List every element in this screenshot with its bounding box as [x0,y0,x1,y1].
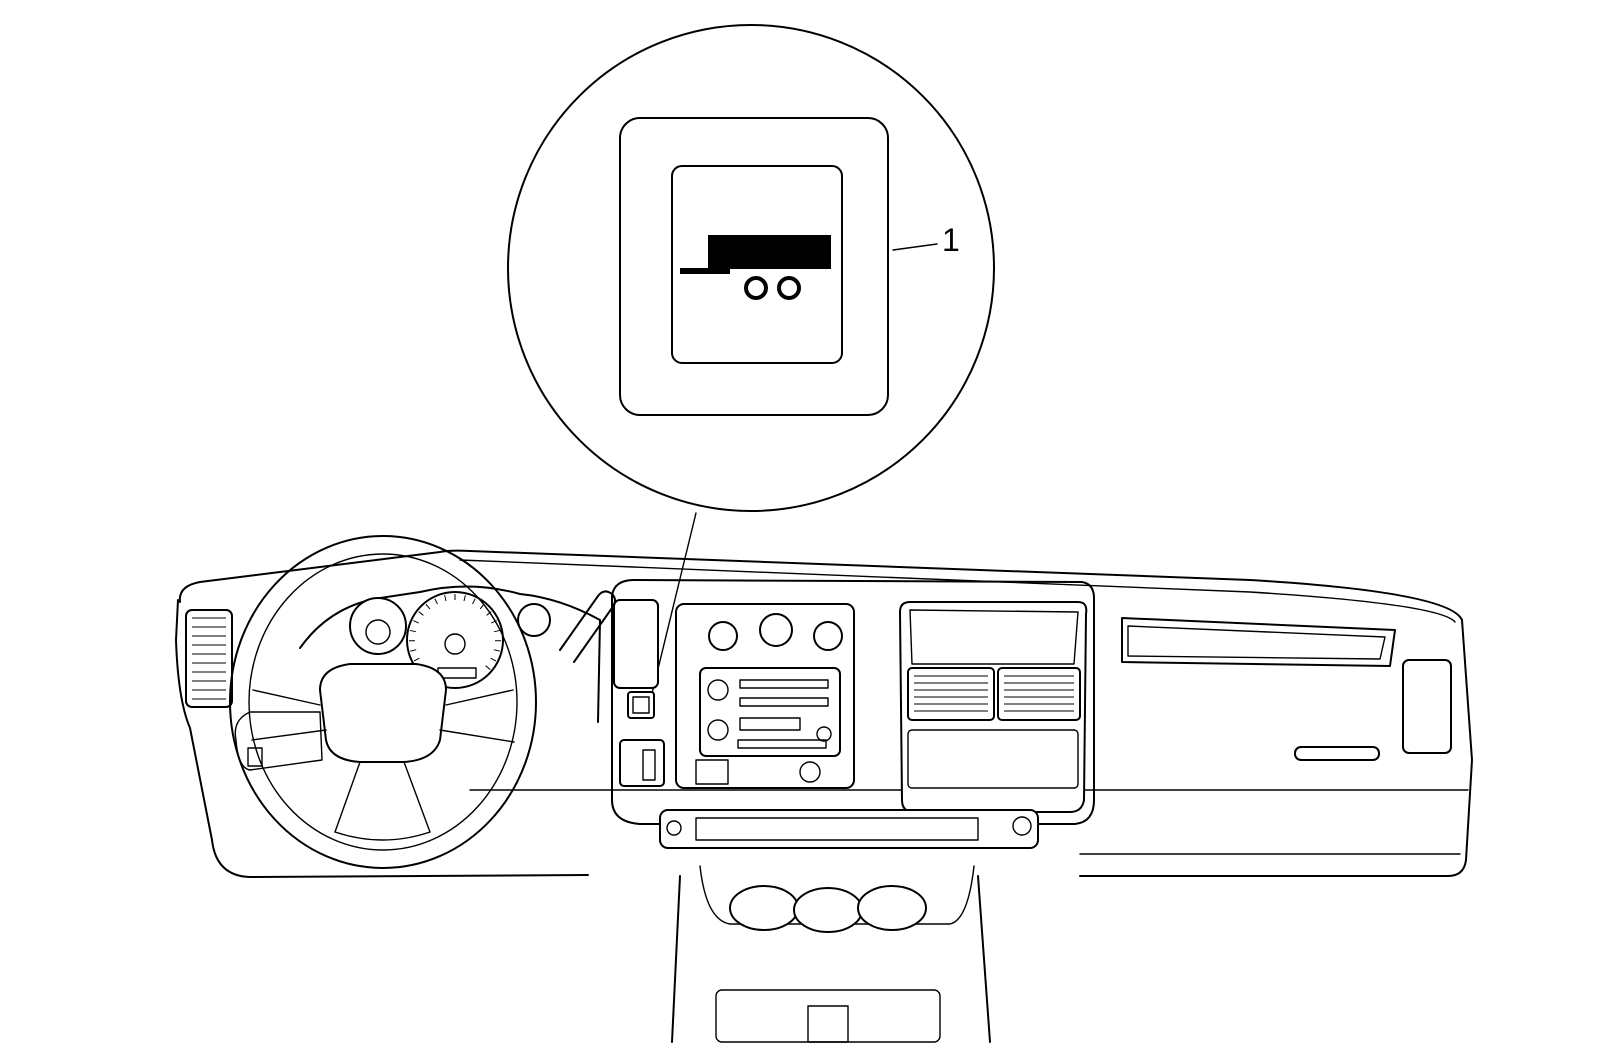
trailer-icon [680,235,831,300]
fuel-gauge [517,603,551,637]
center-stack [611,579,1095,825]
hvac-temp-knob [813,621,843,651]
callout-leader-line [892,243,938,251]
glove-box [1121,617,1396,761]
power-outlet-left [666,820,682,836]
callout-number: 1 [942,222,960,258]
radio-hvac-bezel [675,603,855,789]
tachometer [349,597,407,655]
dashboard-outline [175,549,1473,878]
power-outlet-right [1012,816,1032,836]
hvac-fan-knob [708,621,738,651]
lower-accessory-tray [659,809,1039,849]
speedometer [406,591,504,689]
trailer-brake-controller [619,739,665,787]
magnified-detail-circle [507,24,995,512]
cup-holder-right [857,885,927,931]
passenger-airbag-indicator [799,761,821,783]
left-air-vent [185,609,233,708]
cup-holder-center [793,887,863,933]
trailer-switch-location [627,691,655,719]
center-air-vent [613,599,659,689]
center-right-vent-b [997,667,1081,721]
turn-signal-stalk [559,590,616,663]
radio [699,667,841,757]
center-right-vent-a [907,667,995,721]
instrument-cluster [299,585,601,723]
cup-holder-left [729,885,799,931]
hvac-mode-knob [759,613,793,647]
headlamp-switch-panel [234,711,323,771]
right-air-vent [1402,659,1452,754]
steering-wheel [229,535,537,869]
center-console [671,865,991,1043]
upper-storage-bin [899,601,1088,813]
airbag-label [695,759,729,785]
